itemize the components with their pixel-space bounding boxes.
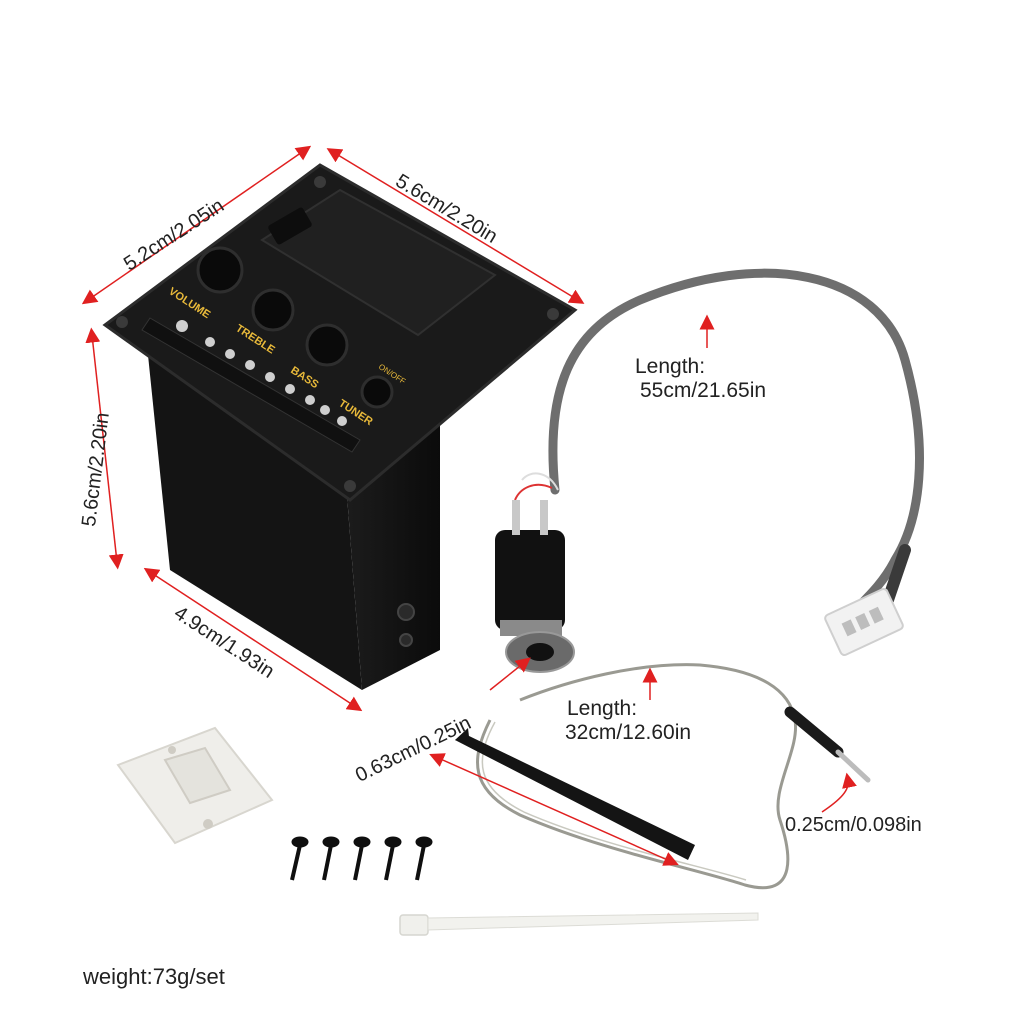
screw	[353, 836, 371, 881]
jack-lug-2	[540, 500, 548, 535]
led-indicators	[176, 320, 347, 426]
piezo-length-value: 32cm/12.60in	[565, 721, 692, 744]
jack-diameter-arrow	[489, 657, 531, 691]
piezo-plug-pin	[835, 749, 871, 783]
treble-knob	[251, 288, 295, 332]
led-strip	[141, 317, 361, 453]
dim-arrow-top-right	[326, 148, 585, 304]
endpin-jack	[495, 500, 575, 673]
volume-knob	[196, 246, 244, 294]
jack-wire-white	[521, 472, 559, 491]
screw	[415, 836, 433, 881]
side-jack-hole	[397, 603, 415, 621]
plug-diameter-arrow	[821, 772, 857, 813]
cable-gray	[548, 268, 924, 610]
piezo-pickup	[455, 663, 871, 889]
screw	[290, 836, 309, 881]
tuner-button	[360, 375, 394, 409]
preamp-body-right	[345, 420, 440, 690]
output-cable	[514, 268, 924, 656]
plate-screw	[547, 308, 559, 320]
bass-knob	[305, 323, 349, 367]
dim-arrow-left	[85, 327, 124, 570]
piezo-diameter-label: 0.25cm/0.098in	[785, 814, 922, 836]
plate-screw	[344, 480, 356, 492]
dim-arrow-bottom	[143, 567, 363, 712]
piezo-bar-end	[455, 728, 470, 745]
cable-length-value: 55cm/21.65in	[640, 379, 767, 402]
plate-screw	[116, 316, 128, 328]
cable-sheath-end	[882, 544, 911, 606]
piezo-bar-dim-arrow	[429, 753, 679, 866]
piezo-bar	[455, 735, 695, 860]
jack-hole	[526, 643, 554, 661]
cable-tie-mount	[116, 726, 274, 845]
jack-lug	[512, 500, 520, 535]
jack-wire-red	[514, 483, 553, 501]
piezo-length-title: Length:	[567, 697, 638, 720]
dim-arrow-top-left	[81, 145, 312, 305]
screw	[384, 836, 402, 881]
piezo-plug-sheath	[784, 706, 844, 758]
screws	[290, 836, 433, 881]
jack-body	[495, 530, 565, 630]
side-jack-hole-2	[399, 633, 413, 647]
plate-screw	[314, 176, 326, 188]
cable-length-title: Length:	[635, 355, 706, 378]
weight-label: weight:73g/set	[83, 964, 225, 989]
screw	[322, 836, 340, 881]
piezo-braided-wire-2	[481, 721, 747, 881]
zip-tie	[399, 912, 759, 936]
